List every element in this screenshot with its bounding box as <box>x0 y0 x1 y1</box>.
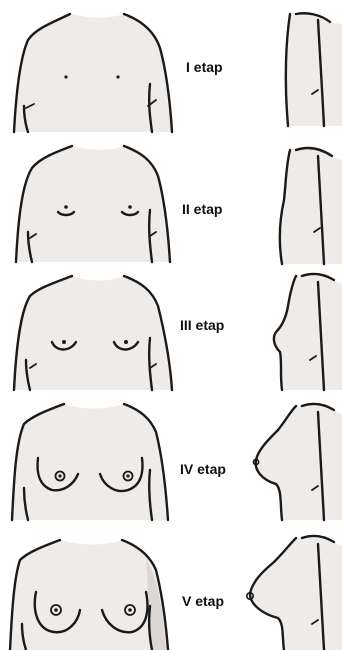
stage-1-side-profile <box>286 13 342 126</box>
stage-5-row: V etap <box>10 536 342 650</box>
stage-2-label: II etap <box>182 201 222 217</box>
stage-3-label: III etap <box>180 317 224 333</box>
stage-4-row: IV etap <box>12 404 342 520</box>
stage-1-front-torso <box>14 14 172 132</box>
stage-1-label: I etap <box>186 59 223 75</box>
stage-2-front-torso <box>16 146 170 262</box>
stage-5-label: V etap <box>182 593 224 609</box>
stage-2-side-profile <box>280 148 342 264</box>
stage-1-row: I etap <box>14 13 342 132</box>
stage-5-side-profile <box>247 536 342 650</box>
stage-3-side-profile <box>274 274 342 390</box>
stage-4-label: IV etap <box>180 461 226 477</box>
stage-3-front-torso <box>14 276 172 390</box>
stage-3-row: III etap <box>14 274 342 390</box>
stage-4-front-torso <box>12 404 168 520</box>
stage-4-side-profile <box>253 404 342 520</box>
stage-2-row: II etap <box>16 146 342 264</box>
stage-5-front-torso <box>10 540 168 650</box>
